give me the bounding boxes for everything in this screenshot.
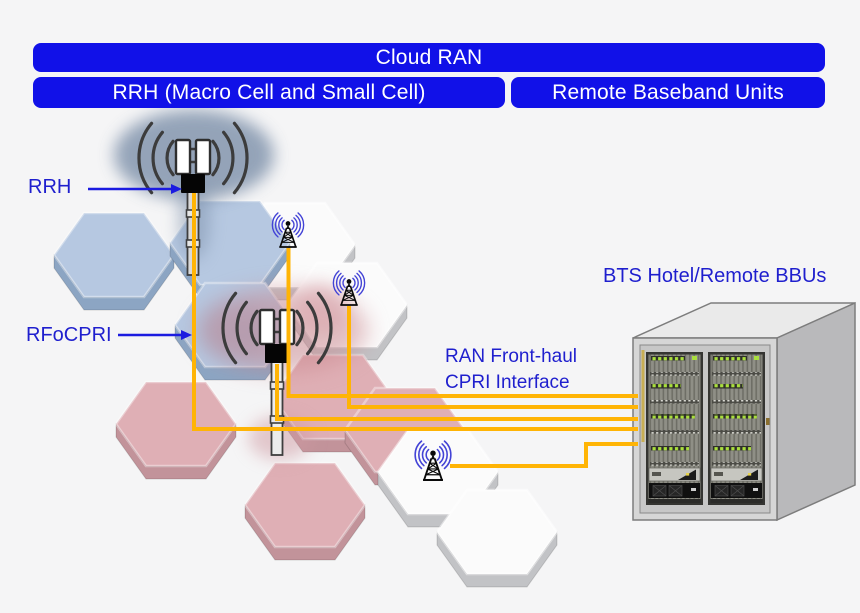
cabinet-door-latch bbox=[766, 418, 770, 425]
rfocpri-pointer-arrow bbox=[118, 330, 192, 340]
cable-small-cell-3 bbox=[450, 442, 638, 468]
cable-small-cell-2 bbox=[347, 306, 638, 409]
fronthaul-label-line2: CPRI Interface bbox=[445, 372, 570, 393]
banner-remote-baseband-label: Remote Baseband Units bbox=[552, 80, 784, 104]
banner-rrh-row: RRH (Macro Cell and Small Cell) bbox=[33, 77, 505, 108]
fronthaul-label-line1: RAN Front-haul bbox=[445, 346, 577, 367]
banner-cloud-ran-label: Cloud RAN bbox=[375, 45, 483, 69]
banner-rrh-row-label: RRH (Macro Cell and Small Cell) bbox=[112, 80, 426, 104]
bbu-bay-right bbox=[707, 351, 766, 506]
cable-macro-1 bbox=[192, 193, 638, 431]
hex-cell-pink-4 bbox=[243, 461, 367, 562]
banner-remote-baseband: Remote Baseband Units bbox=[511, 77, 825, 108]
cable-small-cell-1 bbox=[286, 248, 638, 398]
rfocpri-label: RFoCPRI bbox=[26, 324, 112, 346]
fronthaul-label: RAN Front-haul CPRI Interface bbox=[445, 344, 577, 396]
rrh-pointer-arrow bbox=[88, 184, 182, 194]
bts-cabinet bbox=[632, 301, 856, 522]
bts-hotel-label: BTS Hotel/Remote BBUs bbox=[603, 265, 827, 287]
cable-macro-2 bbox=[275, 364, 638, 421]
banner-cloud-ran: Cloud RAN bbox=[33, 43, 825, 72]
rrh-label: RRH bbox=[28, 176, 72, 198]
cpri-cables bbox=[192, 193, 638, 468]
hex-cell-blue-1 bbox=[52, 211, 176, 312]
cabinet-cable-entry bbox=[641, 350, 645, 442]
bbu-bay-left bbox=[645, 351, 704, 506]
